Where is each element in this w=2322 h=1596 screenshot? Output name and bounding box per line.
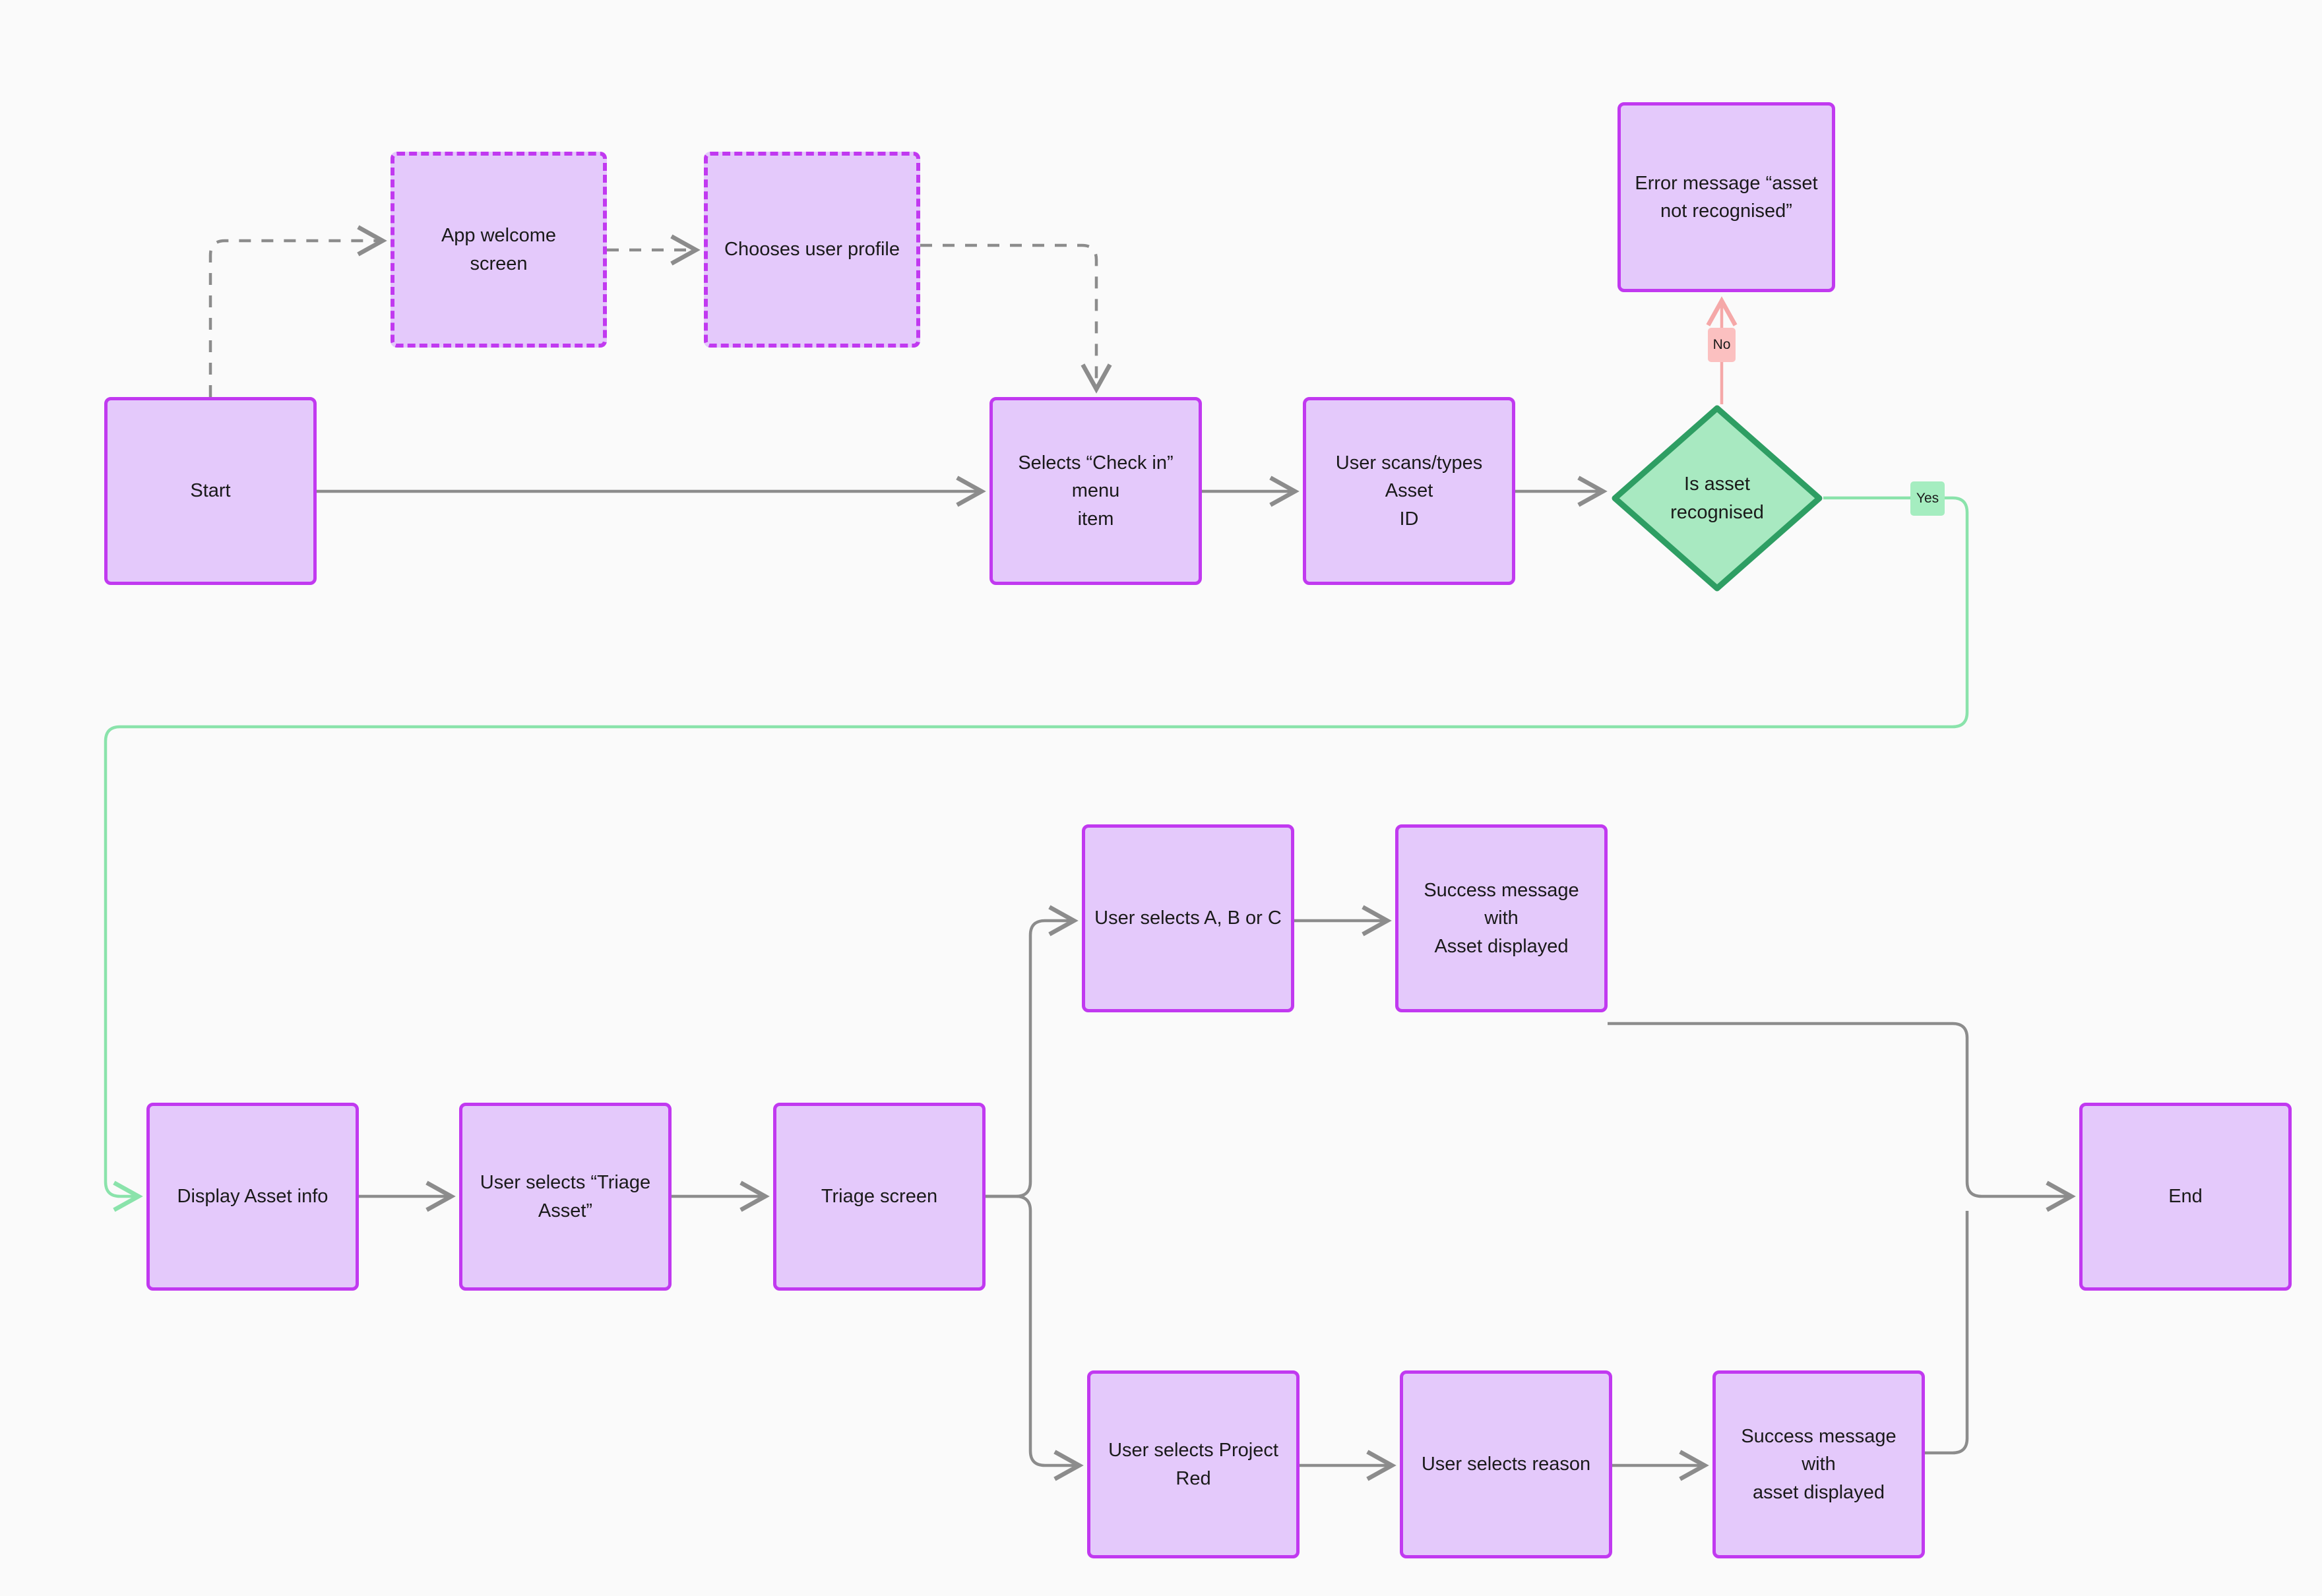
- node-user-selects-reason[interactable]: User selects reason: [1400, 1370, 1612, 1558]
- node-error-message-asset-not-recognised[interactable]: Error message “asset not recognised”: [1617, 102, 1835, 292]
- node-user-selects-a-b-or-c[interactable]: User selects A, B or C: [1082, 824, 1294, 1012]
- node-end-label: End: [2168, 1186, 2203, 1208]
- node-success-message-with-asset-displayed-red-label: Success message with asset displayed: [1741, 1426, 1897, 1503]
- node-app-welcome-screen[interactable]: App welcome screen: [391, 152, 607, 348]
- node-user-scans-types-asset-id[interactable]: User scans/types Asset ID: [1303, 397, 1515, 585]
- edge-triagescreen-to-abc: [986, 905, 1079, 1198]
- node-error-message-asset-not-recognised-label: Error message “asset not recognised”: [1635, 172, 1818, 222]
- node-user-selects-project-red-label: User selects Project Red: [1108, 1440, 1278, 1489]
- edge-successabc-to-end: [1608, 1022, 2076, 1212]
- edge-label-no-text: No: [1712, 337, 1731, 352]
- node-user-selects-triage-asset-label: User selects “Triage Asset”: [480, 1172, 651, 1221]
- node-user-selects-project-red[interactable]: User selects Project Red: [1087, 1370, 1300, 1558]
- diamond-shape-icon: [1612, 405, 1823, 592]
- edge-label-yes: Yes: [1910, 481, 1945, 516]
- node-success-message-with-asset-displayed-red[interactable]: Success message with asset displayed: [1712, 1370, 1925, 1558]
- edge-label-yes-text: Yes: [1916, 491, 1939, 506]
- node-selects-check-in-menu-item[interactable]: Selects “Check in” menu item: [989, 397, 1202, 585]
- edge-triagescreen-to-projectred: [986, 1194, 1084, 1481]
- node-user-selects-reason-label: User selects reason: [1421, 1454, 1591, 1475]
- node-is-asset-recognised-label: Is asset recognised: [1670, 474, 1764, 523]
- edge-profile-to-checkin: [920, 243, 1112, 394]
- node-user-scans-types-asset-id-label: User scans/types Asset ID: [1335, 452, 1483, 530]
- node-app-welcome-screen-label: App welcome screen: [441, 225, 557, 274]
- node-user-selects-triage-asset[interactable]: User selects “Triage Asset”: [459, 1103, 672, 1291]
- node-display-asset-info[interactable]: Display Asset info: [146, 1103, 359, 1291]
- node-success-message-with-asset-displayed-abc-label: Success message with Asset displayed: [1424, 880, 1579, 957]
- node-is-asset-recognised[interactable]: Is asset recognised: [1611, 404, 1823, 592]
- node-display-asset-info-label: Display Asset info: [177, 1186, 329, 1208]
- node-start[interactable]: Start: [104, 397, 317, 585]
- node-success-message-with-asset-displayed-abc[interactable]: Success message with Asset displayed: [1395, 824, 1608, 1012]
- node-selects-check-in-menu-item-label: Selects “Check in” menu item: [1018, 452, 1174, 530]
- edge-recognised-yes-to-assetinfo: [104, 496, 1969, 1212]
- node-triage-screen[interactable]: Triage screen: [773, 1103, 986, 1291]
- node-triage-screen-label: Triage screen: [821, 1186, 938, 1208]
- node-start-label: Start: [190, 480, 231, 502]
- edge-label-no: No: [1708, 328, 1736, 362]
- node-chooses-user-profile-label: Chooses user profile: [724, 239, 900, 261]
- node-chooses-user-profile[interactable]: Chooses user profile: [704, 152, 920, 348]
- node-user-selects-a-b-or-c-label: User selects A, B or C: [1094, 907, 1282, 929]
- edge-successred-to-end: [1925, 1211, 1969, 1455]
- edge-start-to-welcome: [208, 225, 387, 397]
- node-end[interactable]: End: [2079, 1103, 2292, 1291]
